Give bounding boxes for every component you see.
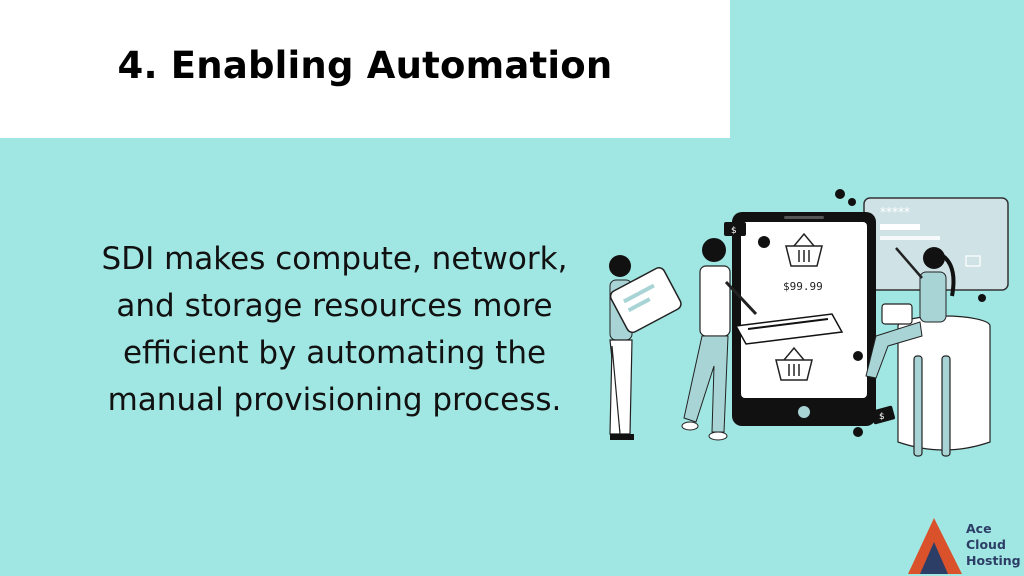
logo-line-2: Cloud [966,537,1006,552]
password-mask-text: ***** [880,205,910,219]
person-holding-tablet [609,255,682,440]
logo-text: Ace Cloud Hosting [966,521,1021,569]
money-note-icon-lower: $ [871,405,895,425]
crutches [913,355,951,457]
logo-line-1: Ace [966,521,992,536]
person-seated-with-crutches [865,247,991,457]
svg-text:$: $ [731,226,737,236]
money-note-icon: $ [724,222,746,236]
automation-illustration: ***** $99.99 [609,189,1009,457]
basket-icon [785,232,823,267]
slide-body-text: SDI makes compute, network, and storage … [101,241,568,418]
basket-icon-lower [775,346,813,381]
slide-title: 4. Enabling Automation [117,44,613,87]
coin-icons [758,189,986,437]
ace-cloud-hosting-logo [908,518,962,574]
svg-text:$: $ [879,412,885,422]
person-pressing-phone [681,238,758,441]
smartphone: $99.99 [732,212,876,426]
price-label: $99.99 [783,280,823,293]
card-panel: ***** [863,197,1009,291]
title-box [0,0,730,138]
logo-line-3: Hosting [966,553,1021,568]
